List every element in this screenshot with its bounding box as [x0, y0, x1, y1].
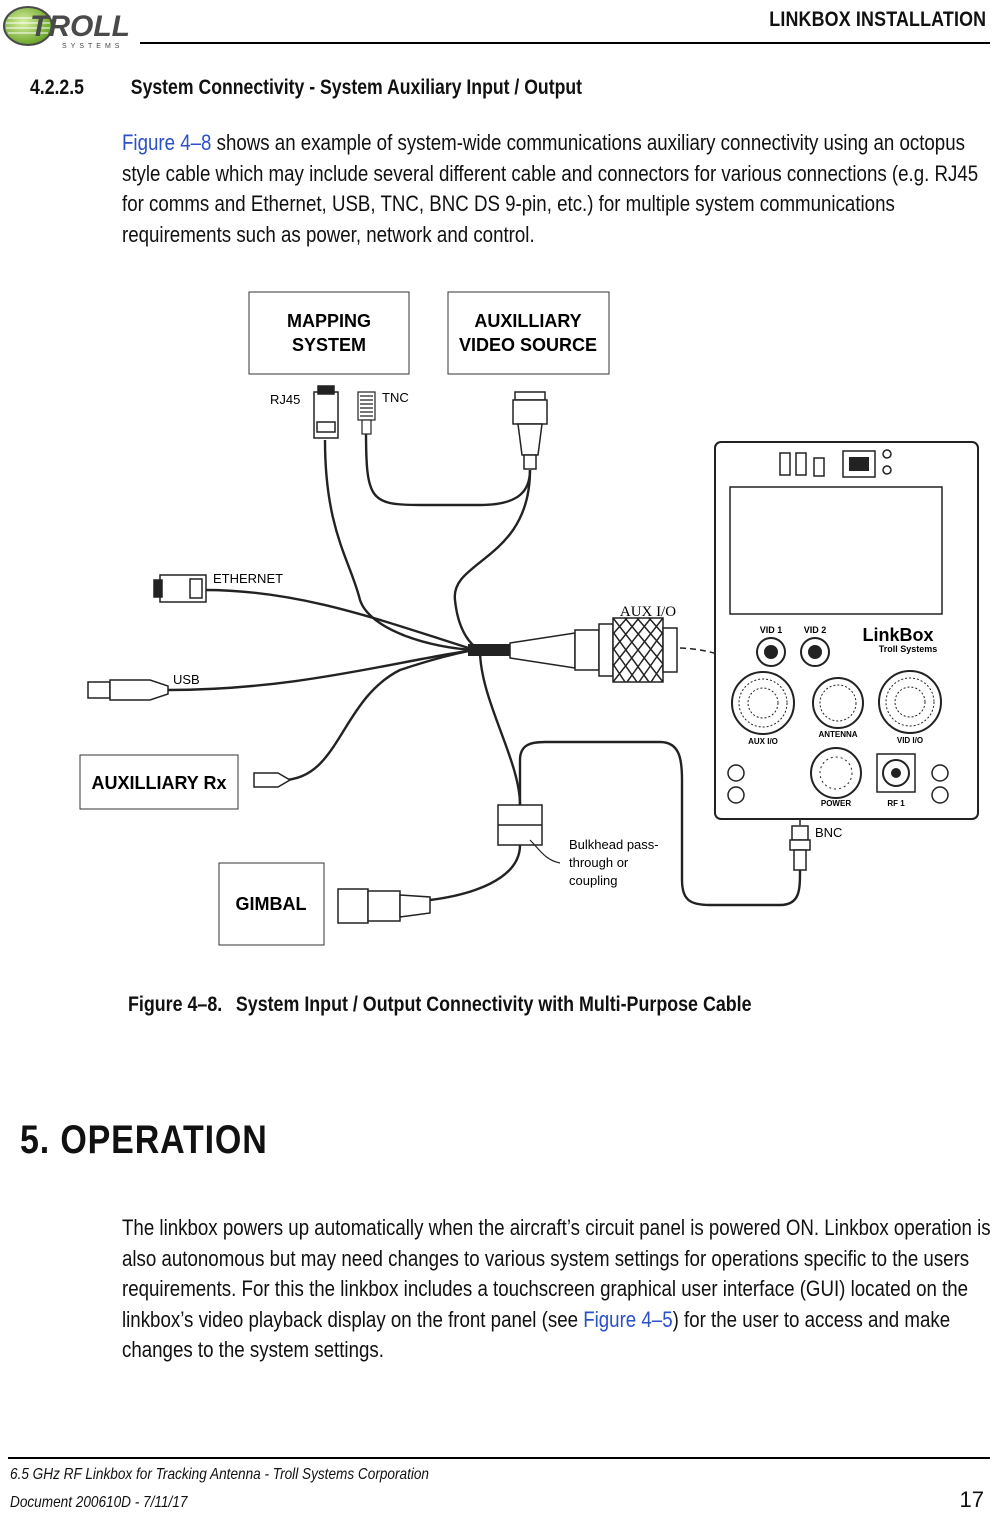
troll-systems-logo: TROLL SYSTEMS	[3, 6, 130, 50]
aux-io-connector	[509, 617, 678, 683]
operation-text-before: The linkbox powers up automatically when…	[122, 1215, 991, 1332]
panel-antenna-pins	[819, 684, 857, 722]
usb-port-2	[795, 452, 807, 476]
mapping-system-label-2: SYSTEM	[292, 335, 366, 355]
linkbox-brand: LinkBox	[862, 625, 933, 645]
aux-rx-connector	[253, 772, 292, 788]
tnc-connector	[357, 391, 376, 435]
footer-document-title: 6.5 GHz RF Linkbox for Tracking Antenna …	[10, 1466, 429, 1483]
panel-rf1-label: RF 1	[887, 799, 905, 808]
bnc-connector	[789, 825, 811, 871]
tnc-cable	[364, 429, 532, 507]
usb-port-1	[779, 452, 791, 476]
rj45-connector	[313, 385, 339, 439]
aux-rx-cable	[281, 648, 476, 782]
mount-hole-1	[727, 764, 745, 782]
bulkhead-label-1: Bulkhead pass-	[569, 837, 659, 852]
vid1-label: VID 1	[760, 625, 783, 635]
cable-bundle-sleeve	[468, 644, 510, 656]
figure-caption: Figure 4–8. System Input / Output Connect…	[128, 993, 752, 1017]
gimbal-trunk-cable	[478, 649, 522, 806]
figure-4-5-crossref-link[interactable]: Figure 4–5	[583, 1306, 673, 1332]
rj45-label: RJ45	[270, 392, 300, 407]
panel-vid-io-label: VID I/O	[897, 736, 923, 745]
bnc-cable	[518, 740, 802, 907]
bulkhead-leader	[529, 839, 561, 864]
figure-crossref-link[interactable]: Figure 4–8	[122, 130, 212, 155]
bulkhead-label-3: coupling	[569, 873, 617, 888]
usb-connector	[87, 679, 169, 701]
connectivity-diagram: MAPPING SYSTEM AUXILLIARY VIDEO SOURCE A…	[79, 291, 979, 946]
aux-io-label: AUX I/O	[620, 604, 676, 620]
bulkhead-coupling	[497, 804, 543, 846]
linkbox-front-panel: VID 1 VID 2 LinkBox Troll Systems AUX I/…	[714, 441, 979, 820]
figure-caption-label: Figure 4–8.	[128, 993, 223, 1016]
ethernet-connector	[153, 574, 207, 603]
aux-video-connector	[512, 391, 548, 470]
sd-slot	[813, 457, 825, 477]
intro-paragraph-text: shows an example of system-wide communic…	[122, 130, 979, 247]
logo-subtext: SYSTEMS	[62, 43, 123, 50]
linkbox-brand-sub: Troll Systems	[879, 644, 938, 654]
bulkhead-label-2: through or	[569, 855, 629, 870]
vid2-label: VID 2	[804, 625, 827, 635]
rj45-cable	[323, 439, 476, 652]
ethernet-cable	[204, 588, 476, 652]
panel-aux-io-label: AUX I/O	[748, 737, 778, 746]
aux-video-label-2: VIDEO SOURCE	[459, 335, 597, 355]
vid2-connector-core	[808, 645, 822, 659]
operation-text-after: ) for the user to access and make change…	[122, 1306, 951, 1363]
mapping-system-label-1: MAPPING	[287, 311, 371, 331]
panel-antenna-label: ANTENNA	[818, 730, 857, 739]
header-rule	[140, 42, 990, 44]
aux-rx-box	[79, 754, 239, 810]
panel-rf1-core	[891, 768, 901, 778]
footer-document-number: Document 200610D - 7/11/17	[10, 1494, 188, 1511]
logo-wordmark: TROLL	[30, 10, 130, 43]
gimbal-cable	[429, 844, 522, 902]
panel-power-pins	[819, 756, 853, 790]
usb-label: USB	[173, 672, 200, 687]
gimbal-connector	[337, 888, 431, 924]
panel-aux-io-pins-inner	[747, 687, 779, 719]
figure-caption-text: System Input / Output Connectivity with …	[235, 993, 752, 1016]
panel-power-label: POWER	[821, 799, 851, 808]
aux-video-source-box	[447, 291, 610, 375]
aux-video-cable	[453, 469, 532, 652]
section-heading: 4.2.2.5 System Connectivity - System Auxi…	[30, 76, 582, 100]
operation-paragraph: The linkbox powers up automatically when…	[122, 1213, 992, 1366]
mount-hole-3	[931, 764, 949, 782]
display-screen	[729, 486, 943, 615]
chapter-title: OPERATION	[60, 1118, 268, 1162]
bnc-label: BNC	[815, 825, 842, 840]
tnc-label: TNC	[382, 390, 409, 405]
page-number: 17	[959, 1487, 984, 1512]
indicator-led-2	[882, 465, 892, 475]
aux-rx-label: AUXILLIARY Rx	[91, 773, 226, 793]
section-number: 4.2.2.5	[30, 76, 84, 99]
chapter-heading: 5. OPERATION	[20, 1118, 268, 1163]
usb-cable	[167, 648, 476, 692]
ethernet-label: ETHERNET	[213, 571, 283, 586]
gimbal-box	[218, 862, 325, 946]
ethernet-port-socket	[849, 457, 869, 471]
gimbal-label: GIMBAL	[236, 894, 307, 914]
running-header: LINKBOX INSTALLATION	[769, 8, 986, 31]
mount-hole-2	[727, 786, 745, 804]
section-title: System Connectivity - System Auxiliary I…	[130, 76, 583, 99]
panel-vid-io-pins-inner	[894, 686, 926, 718]
aux-video-label-1: AUXILLIARY	[474, 311, 581, 331]
indicator-led-1	[882, 449, 892, 459]
mapping-system-box	[248, 291, 410, 375]
mount-hole-4	[931, 786, 949, 804]
footer-rule	[8, 1457, 990, 1459]
intro-paragraph: Figure 4–8 shows an example of system-wi…	[122, 128, 981, 250]
chapter-number: 5.	[20, 1118, 51, 1162]
vid1-connector-core	[764, 645, 778, 659]
